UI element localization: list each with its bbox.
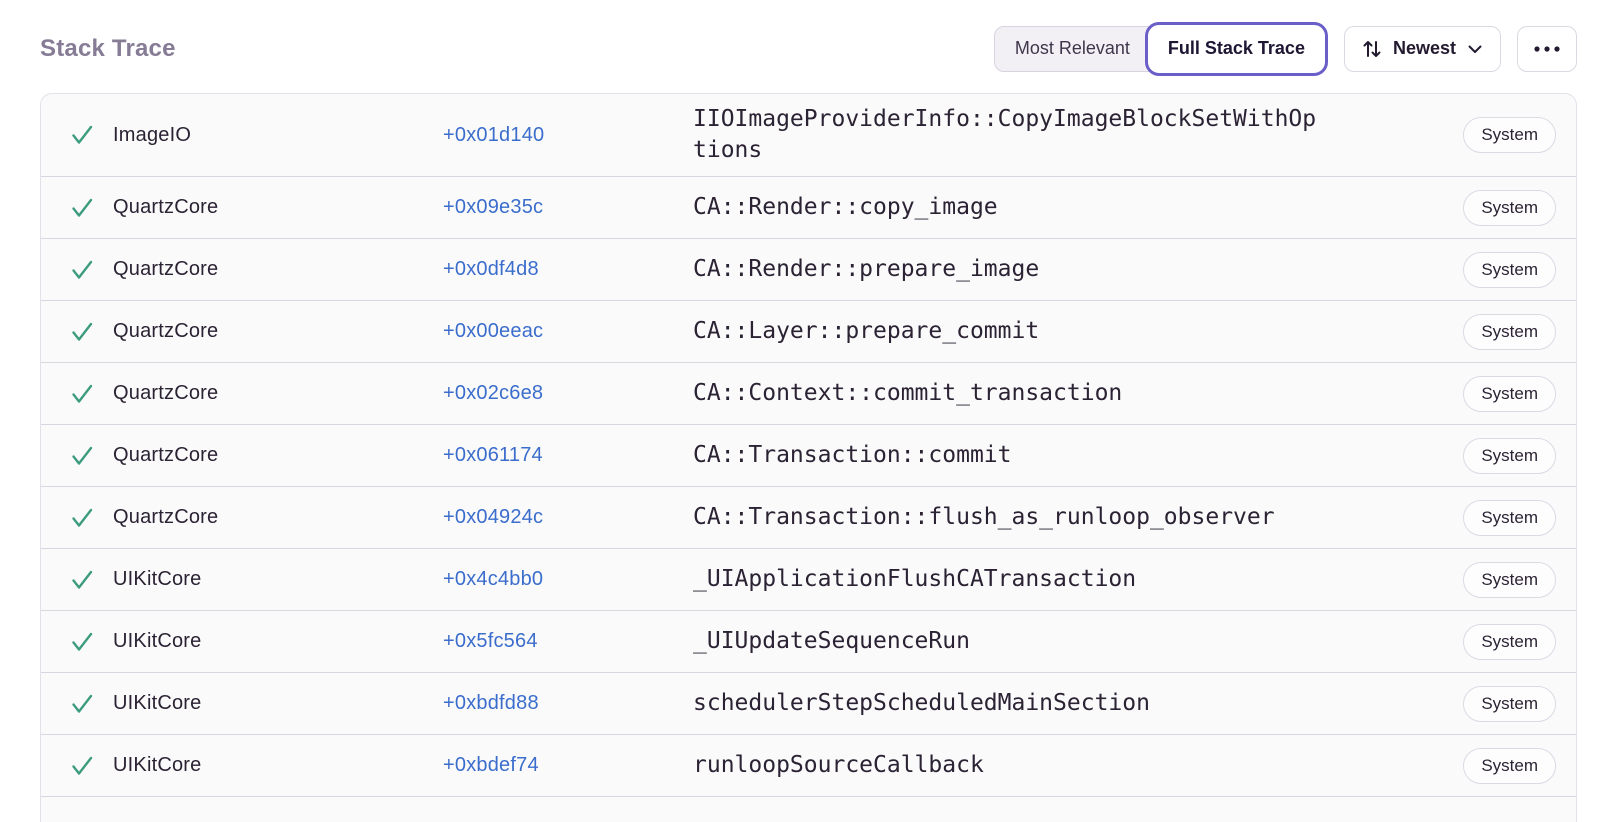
- checkmark-icon: [67, 441, 113, 471]
- sort-button[interactable]: Newest: [1343, 25, 1501, 72]
- frame-address-link[interactable]: +0x5fc564: [443, 630, 538, 652]
- frame-function: CA::Layer::prepare_commit: [693, 318, 1040, 344]
- badge-cell: System: [1323, 747, 1556, 784]
- frame-rows: ImageIO +0x01d140 IIOImageProviderInfo::…: [41, 94, 1576, 796]
- frame-module: UIKitCore: [113, 568, 202, 590]
- frame-address-link[interactable]: +0xbdfd88: [443, 692, 539, 714]
- checkmark-icon: [67, 379, 113, 409]
- header-controls: Most Relevant Full Stack Trace Newest: [993, 21, 1577, 76]
- badge-cell: System: [1323, 437, 1556, 474]
- full-stack-trace-button[interactable]: Full Stack Trace: [1144, 21, 1328, 76]
- frame-row[interactable]: QuartzCore +0x02c6e8 CA::Context::commit…: [41, 362, 1576, 424]
- frame-address-link[interactable]: +0x4c4bb0: [443, 568, 544, 590]
- badge-cell: System: [1323, 313, 1556, 350]
- system-badge: System: [1463, 251, 1556, 288]
- checkmark-icon: [67, 503, 113, 533]
- frame-address-link[interactable]: +0x00eeac: [443, 320, 544, 342]
- system-badge: System: [1463, 375, 1556, 412]
- system-badge: System: [1463, 437, 1556, 474]
- frame-function: schedulerStepScheduledMainSection: [693, 690, 1150, 716]
- badge-cell: System: [1323, 623, 1556, 660]
- system-badge: System: [1463, 313, 1556, 350]
- frame-module: QuartzCore: [113, 506, 219, 528]
- frame-address-link[interactable]: +0xbdef74: [443, 754, 539, 776]
- frame-module: ImageIO: [113, 123, 192, 146]
- frame-address-link[interactable]: +0x04924c: [443, 506, 544, 528]
- ellipsis-icon: [1533, 45, 1561, 53]
- frame-module: QuartzCore: [113, 320, 219, 342]
- frame-row[interactable]: QuartzCore +0x00eeac CA::Layer::prepare_…: [41, 300, 1576, 362]
- header: Stack Trace Most Relevant Full Stack Tra…: [40, 0, 1577, 93]
- sort-label: Newest: [1392, 38, 1456, 58]
- checkmark-icon: [67, 255, 113, 285]
- system-badge: System: [1463, 561, 1556, 598]
- frame-module: QuartzCore: [113, 444, 219, 466]
- checkmark-icon: [67, 689, 113, 719]
- checkmark-icon: [67, 120, 113, 150]
- frame-row[interactable]: UIKitCore +0x4c4bb0 _UIApplicationFlushC…: [41, 548, 1576, 610]
- frame-row[interactable]: QuartzCore +0x04924c CA::Transaction::fl…: [41, 486, 1576, 548]
- chevron-down-icon: [1466, 40, 1484, 58]
- badge-cell: System: [1323, 375, 1556, 412]
- partial-row: [41, 796, 1576, 822]
- frame-address-link[interactable]: +0x061174: [443, 444, 543, 466]
- badge-cell: System: [1323, 251, 1556, 288]
- frame-function: CA::Render::prepare_image: [693, 256, 1040, 282]
- stack-trace-table: ImageIO +0x01d140 IIOImageProviderInfo::…: [40, 93, 1577, 822]
- checkmark-icon: [67, 751, 113, 781]
- frame-module: QuartzCore: [113, 196, 219, 218]
- frame-module: UIKitCore: [113, 754, 202, 776]
- badge-cell: System: [1323, 117, 1556, 153]
- system-badge: System: [1463, 117, 1556, 153]
- frame-function: IIOImageProviderInfo::CopyImageBlockSetW…: [693, 106, 1317, 163]
- frame-row[interactable]: UIKitCore +0x5fc564 _UIUpdateSequenceRun…: [41, 610, 1576, 672]
- frame-module: QuartzCore: [113, 258, 219, 280]
- frame-function: CA::Transaction::flush_as_runloop_observ…: [693, 504, 1275, 530]
- frame-row[interactable]: QuartzCore +0x09e35c CA::Render::copy_im…: [41, 176, 1576, 238]
- badge-cell: System: [1323, 499, 1556, 536]
- badge-cell: System: [1323, 561, 1556, 598]
- checkmark-icon: [67, 627, 113, 657]
- frame-function: CA::Transaction::commit: [693, 442, 1012, 468]
- frame-module: UIKitCore: [113, 692, 202, 714]
- frame-module: UIKitCore: [113, 630, 202, 652]
- frame-address-link[interactable]: +0x0df4d8: [443, 258, 539, 280]
- system-badge: System: [1463, 747, 1556, 784]
- system-badge: System: [1463, 685, 1556, 722]
- most-relevant-button[interactable]: Most Relevant: [993, 25, 1157, 72]
- frame-row[interactable]: UIKitCore +0xbdfd88 schedulerStepSchedul…: [41, 672, 1576, 734]
- badge-cell: System: [1323, 685, 1556, 722]
- system-badge: System: [1463, 623, 1556, 660]
- frame-function: CA::Render::copy_image: [693, 194, 998, 220]
- frame-row[interactable]: UIKitCore +0xbdef74 runloopSourceCallbac…: [41, 734, 1576, 796]
- frame-row[interactable]: QuartzCore +0x0df4d8 CA::Render::prepare…: [41, 238, 1576, 300]
- checkmark-icon: [67, 565, 113, 595]
- frame-function: _UIApplicationFlushCATransaction: [693, 566, 1137, 592]
- page-title: Stack Trace: [40, 34, 176, 62]
- system-badge: System: [1463, 499, 1556, 536]
- frame-address-link[interactable]: +0x01d140: [443, 123, 545, 146]
- frame-function: runloopSourceCallback: [693, 752, 984, 778]
- frame-function: _UIUpdateSequenceRun: [693, 628, 970, 654]
- badge-cell: System: [1323, 189, 1556, 226]
- frame-row[interactable]: QuartzCore +0x061174 CA::Transaction::co…: [41, 424, 1576, 486]
- checkmark-icon: [67, 317, 113, 347]
- frame-module: QuartzCore: [113, 382, 219, 404]
- frame-function: CA::Context::commit_transaction: [693, 380, 1123, 406]
- arrows-up-down-icon: [1361, 38, 1383, 60]
- checkmark-icon: [67, 193, 113, 223]
- frame-address-link[interactable]: +0x09e35c: [443, 196, 544, 218]
- more-options-button[interactable]: [1517, 25, 1577, 72]
- frame-row[interactable]: ImageIO +0x01d140 IIOImageProviderInfo::…: [41, 94, 1576, 176]
- view-toggle: Most Relevant Full Stack Trace: [993, 21, 1328, 76]
- frame-address-link[interactable]: +0x02c6e8: [443, 382, 544, 404]
- system-badge: System: [1463, 189, 1556, 226]
